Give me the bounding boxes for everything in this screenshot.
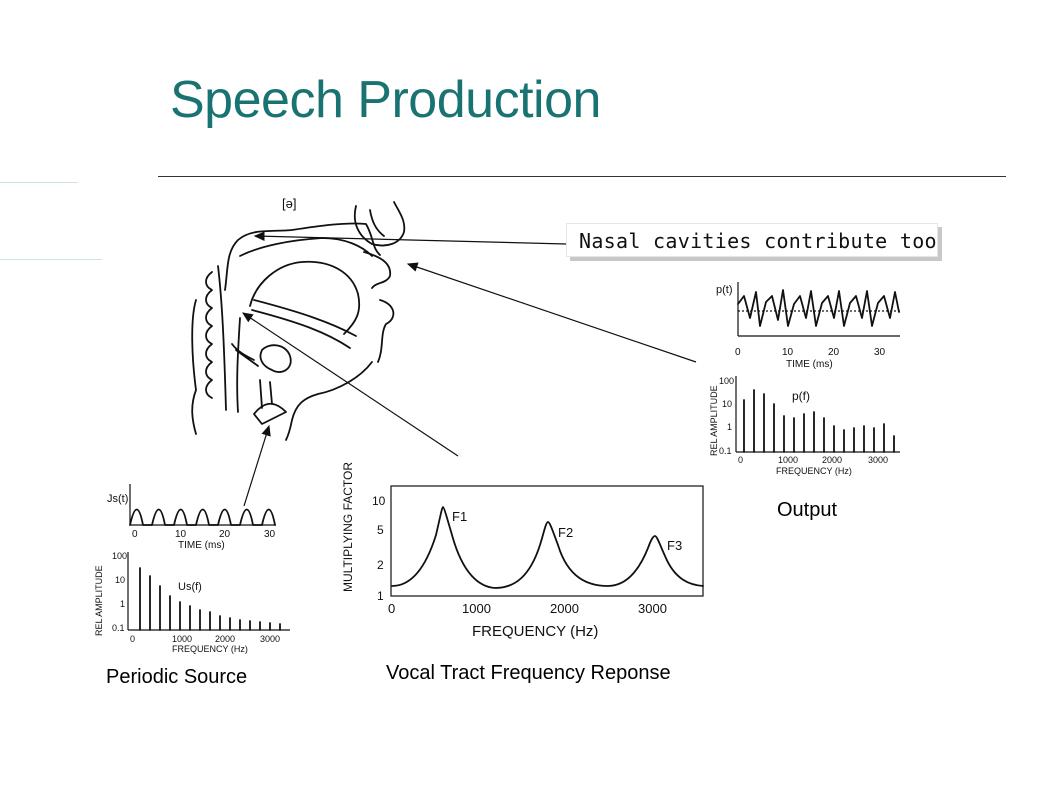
output-spectrum-xtick-1000: 1000 [778,455,798,465]
pointer-arrows [242,231,697,507]
source-time-tick-10: 10 [175,529,187,540]
nasal-callout-box: Nasal cavities contribute too [566,223,938,257]
output-spectrum-xlabel: FREQUENCY (Hz) [776,466,852,476]
output-spectrum-xtick-0: 0 [738,455,743,465]
source-time-xlabel: TIME (ms) [178,540,225,551]
vocal-tract-response-plot: MULTIPLYING FACTOR 10 5 2 1 F1 F2 F3 0 1… [341,462,704,640]
source-spectrum-ytick-1: 1 [120,599,125,609]
output-harmonics [743,389,895,453]
source-spectrum-ytick-100: 100 [112,551,127,561]
source-time-plot: Js(t) 0 10 20 30 TIME (ms) [107,484,276,551]
arrow-output [406,262,697,363]
vocal-tract-label: Vocal Tract Frequency Reponse [386,662,671,684]
tract-ytick-10: 10 [372,494,386,508]
source-spectrum-xtick-0: 0 [130,634,135,644]
nasal-callout-text: Nasal cavities contribute too [579,229,937,253]
output-time-ylabel: p(t) [716,284,733,296]
upper-lip [363,251,391,289]
output-time-tick-30: 30 [874,347,886,358]
output-time-tick-20: 20 [828,347,840,358]
accent-line-top [0,182,78,183]
title-divider [158,176,1006,177]
source-time-tick-30: 30 [264,529,276,540]
tract-ylabel: MULTIPLYING FACTOR [341,462,355,592]
source-time-tick-20: 20 [219,529,231,540]
page-title: Speech Production [170,71,601,129]
source-spectrum-curve-label: Us(f) [178,581,202,593]
output-waveform [737,289,900,327]
source-harmonics [139,567,281,631]
tract-response-curve [391,506,704,589]
hyoid [259,344,292,373]
tract-xtick-3000: 3000 [638,601,667,616]
source-spectrum-plot: REL AMPLITUDE 100 10 1 0.1 Us(f) 0 1000 … [94,551,290,654]
nasal-palate-outline [224,222,381,291]
output-time-plot: p(t) 0 10 20 30 TIME (ms) [716,282,900,370]
accent-line-bottom [0,259,102,260]
output-spectrum-curve-label: p(f) [792,389,810,403]
glottal-pulse-train [129,508,276,526]
tract-ytick-1: 1 [377,589,384,603]
source-spectrum-ytick-10: 10 [115,575,125,585]
nose-outline [353,201,406,247]
output-spectrum-xtick-2000: 2000 [822,455,842,465]
tract-ytick-5: 5 [377,523,384,537]
source-spectrum-xtick-1000: 1000 [172,634,192,644]
output-time-tick-0: 0 [735,347,741,358]
output-spectrum-ytick-10: 10 [722,399,732,409]
output-label: Output [777,499,838,521]
source-time-tick-0: 0 [132,529,138,540]
larynx [259,379,273,409]
output-time-xlabel: TIME (ms) [786,359,833,370]
pharynx-wall-front [236,317,241,413]
source-time-ylabel: Js(t) [107,493,128,505]
tract-plot-frame [390,485,704,597]
vertebrae [205,271,213,399]
neck-back [191,299,197,435]
tract-ytick-2: 2 [377,558,384,572]
output-spectrum-ylabel: REL AMPLITUDE [709,385,719,456]
tongue-body-2 [251,309,351,349]
hard-palate [239,237,373,257]
tract-xtick-2000: 2000 [550,601,579,616]
formant-f3: F3 [667,538,682,553]
output-time-tick-10: 10 [782,347,794,358]
tract-xlabel: FREQUENCY (Hz) [472,623,598,640]
nostril-line [369,209,385,237]
pharynx-wall-back [217,265,227,411]
tract-xtick-0: 0 [388,601,395,616]
arrow-nasal [253,231,567,245]
formant-f2: F2 [558,525,573,540]
jaw-neck [285,361,373,441]
source-spectrum-xtick-3000: 3000 [260,634,280,644]
vocal-tract-sketch: [ə] [191,196,406,441]
tongue-top [249,260,361,335]
source-spectrum-xtick-2000: 2000 [215,634,235,644]
arrow-source [243,424,271,507]
output-spectrum-plot: REL AMPLITUDE 100 10 1 0.1 p(f) 0 1000 2… [709,376,900,476]
tongue-body-1 [253,299,357,337]
output-spectrum-ytick-1: 1 [727,422,732,432]
tract-xtick-1000: 1000 [462,601,491,616]
arrow-vocal-tract [242,312,459,457]
output-spectrum-xtick-3000: 3000 [868,455,888,465]
output-spectrum-ytick-0.1: 0.1 [719,446,732,456]
formant-f1: F1 [452,509,467,524]
phoneme-label: [ə] [282,196,296,211]
glottis-cone [253,402,287,425]
lower-lip-chin [377,299,395,363]
source-spectrum-xlabel: FREQUENCY (Hz) [172,644,248,654]
source-spectrum-ylabel: REL AMPLITUDE [94,565,104,636]
periodic-source-label: Periodic Source [106,666,248,688]
epiglottis [231,343,259,367]
source-spectrum-ytick-0.1: 0.1 [112,623,125,633]
output-spectrum-ytick-100: 100 [719,376,734,386]
